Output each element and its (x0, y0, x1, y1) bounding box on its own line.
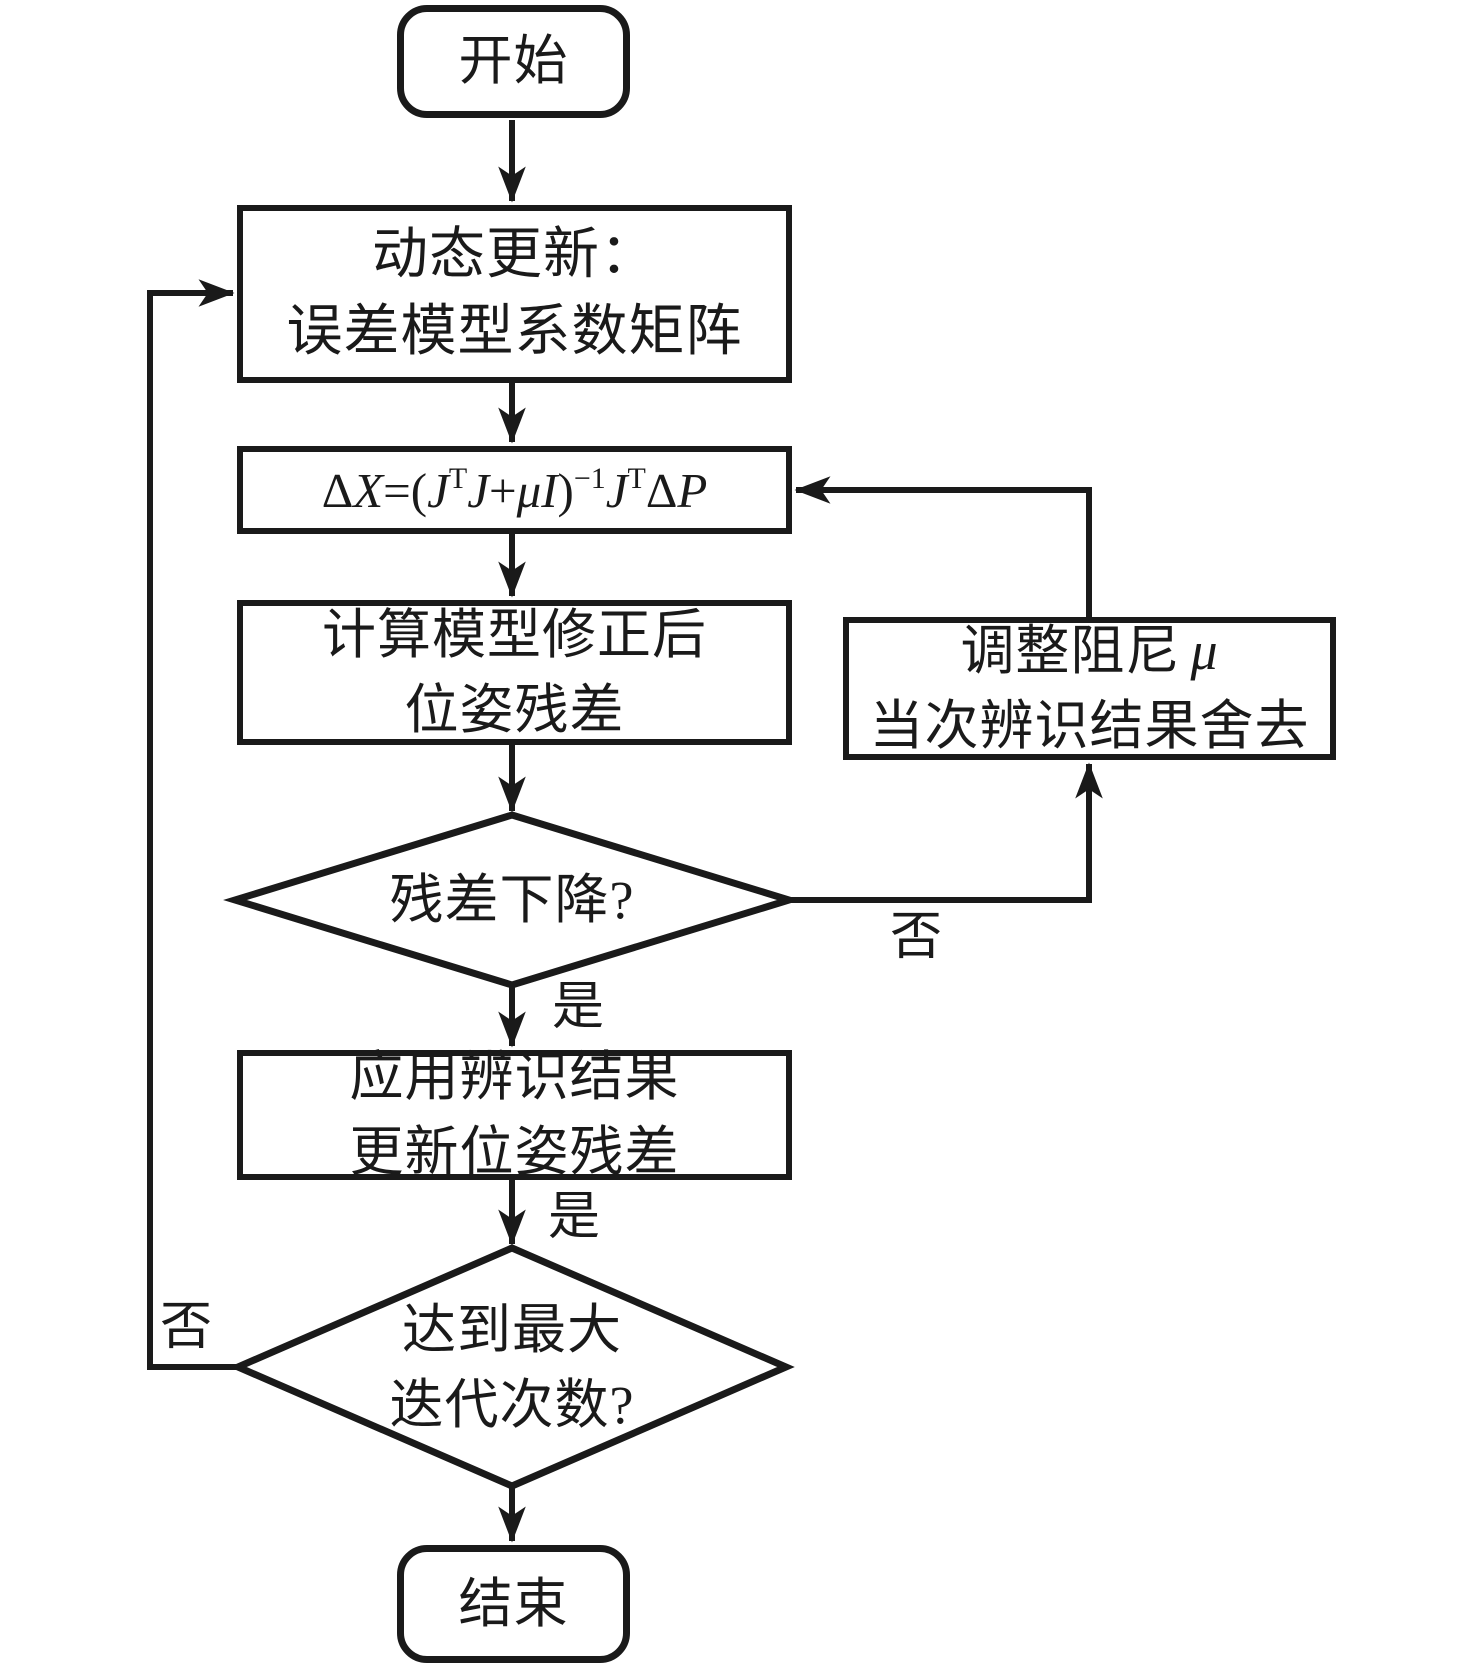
compute-residual-node: 计算模型修正后 位姿残差 (237, 600, 792, 745)
end-node: 结束 (397, 1545, 630, 1663)
edge-label-yes-2: 是 (548, 1189, 601, 1246)
mu-symbol: μ (1190, 620, 1219, 681)
adjust-damping-line2: 当次辨识结果舍去 (869, 695, 1310, 756)
connector-decision2-no-to-update (147, 279, 240, 1370)
decision-max-iterations-diamond (229, 1244, 795, 1490)
formula-expression: ΔX=(JTJ+μI)−1JTΔP (321, 461, 708, 518)
apply-result-line2: 更新位姿残差 (349, 1122, 680, 1182)
edge-label-yes-1: 是 (552, 979, 605, 1036)
update-line2: 误差模型系数矩阵 (286, 301, 743, 363)
decision-residual-diamond (223, 811, 801, 989)
connector-adjust-to-formula (794, 476, 1092, 617)
formula-node: ΔX=(JTJ+μI)−1JTΔP (237, 446, 792, 534)
apply-result-node: 应用辨识结果 更新位姿残差 (237, 1047, 792, 1182)
connector-decision1-no-to-adjust (789, 762, 1103, 903)
update-line1: 动态更新： (372, 223, 657, 286)
edge-label-no-left: 否 (160, 1299, 213, 1356)
end-label: 结束 (458, 1573, 569, 1634)
compute-residual-line2: 位姿残差 (404, 679, 625, 740)
edge-label-no-right: 否 (890, 909, 943, 966)
compute-residual-line1: 计算模型修正后 (322, 604, 707, 665)
adjust-damping-text: 调整阻尼 (960, 620, 1181, 681)
update-node: 动态更新： 误差模型系数矩阵 (237, 205, 792, 383)
start-label: 开始 (458, 31, 569, 92)
apply-result-line1: 应用辨识结果 (349, 1047, 680, 1108)
start-node: 开始 (397, 5, 630, 118)
